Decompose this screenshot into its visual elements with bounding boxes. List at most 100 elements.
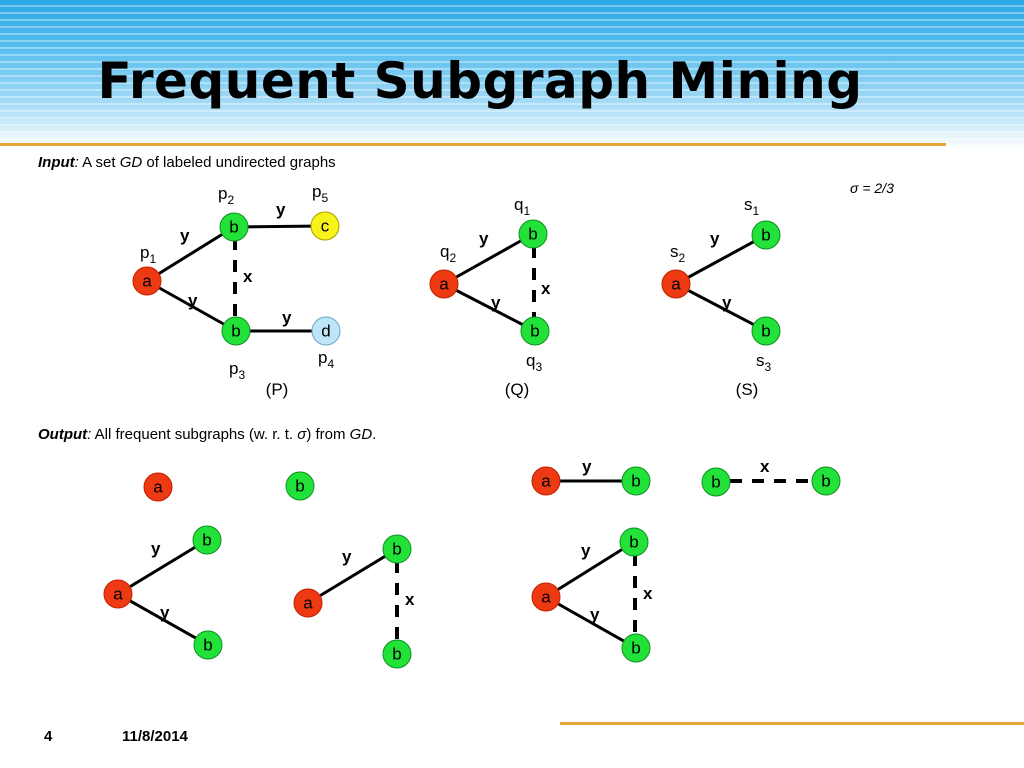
out-node-a: [143, 472, 173, 502]
edge-label: x: [243, 267, 253, 286]
slide-title: Frequent Subgraph Mining: [97, 52, 863, 110]
graph-caption: (P): [266, 380, 289, 399]
node-s1: [751, 220, 781, 250]
edge-label: y: [710, 229, 720, 248]
edge-s2-s1: [675, 233, 767, 286]
edge-label: x: [760, 457, 770, 476]
out-node-b: [382, 639, 412, 669]
node-id-s3: s3: [756, 351, 772, 374]
node-label: a: [541, 588, 551, 607]
node-id-p4: p4: [318, 348, 334, 371]
node-label: b: [231, 322, 240, 341]
input-text-b: of labeled undirected graphs: [142, 154, 336, 171]
node-label: b: [761, 226, 770, 245]
node-label: b: [821, 472, 830, 491]
edge-label: x: [405, 590, 415, 609]
edge-label: y: [180, 226, 190, 245]
node-q2: [429, 269, 459, 299]
node-label: b: [631, 472, 640, 491]
node-id-p3: p3: [229, 359, 245, 382]
edge-s2-s3: [675, 282, 767, 333]
node-id-q3: q3: [526, 351, 542, 374]
output-period: .: [372, 426, 377, 443]
edge-label: x: [541, 279, 551, 298]
node-label: c: [321, 217, 330, 236]
edge-label: y: [581, 541, 591, 560]
page-number: 4: [44, 728, 53, 745]
graph-caption: (Q): [505, 380, 530, 399]
edge-label: y: [722, 293, 732, 312]
node-label: b: [229, 218, 238, 237]
out-node-b: [701, 467, 731, 497]
graph-caption: (S): [736, 380, 759, 399]
node-label: a: [303, 594, 313, 613]
output-description: Output: All frequent subgraphs (w. r. t.…: [38, 426, 376, 443]
edge-p1-p3: [146, 279, 237, 333]
input-label: Input: [38, 154, 75, 171]
out-edge: [307, 547, 398, 605]
out-node-b: [285, 471, 315, 501]
edge-label: y: [582, 457, 592, 476]
edge-label: y: [151, 539, 161, 558]
out-edge: [545, 540, 635, 599]
node-label: b: [761, 322, 770, 341]
edge-q2-q3: [443, 282, 536, 333]
node-label: a: [153, 478, 163, 497]
input-text-a: A set: [78, 154, 120, 171]
node-label: d: [321, 322, 330, 341]
node-id-p2: p2: [218, 184, 234, 207]
input-gd: GD: [119, 154, 143, 171]
input-description: Input: A set GD of labeled undirected gr…: [38, 154, 336, 171]
node-p4: [311, 316, 341, 346]
node-p1: [132, 266, 162, 296]
graph-s: a b b y y s1 s2 s3 (S): [661, 195, 781, 399]
node-label: b: [295, 477, 304, 496]
node-label: b: [392, 645, 401, 664]
output-subgraphs: a b a b y b b x a b b y y a b: [103, 457, 841, 669]
out-node-b: [382, 534, 412, 564]
edge-label: y: [342, 547, 352, 566]
output-label: Output: [38, 426, 88, 443]
edge-label: y: [160, 603, 170, 622]
node-label: b: [530, 322, 539, 341]
node-label: a: [541, 472, 551, 491]
output-colon: :: [87, 426, 92, 443]
node-q1: [518, 219, 548, 249]
graph-p: a b b c d y y y y x p1 p2 p3 p4 p5 (P): [132, 182, 341, 399]
out-edge: [117, 592, 209, 647]
output-text-a: All frequent subgraphs (w. r. t.: [91, 426, 298, 443]
node-id-q1: q1: [514, 195, 530, 218]
node-label: b: [202, 531, 211, 550]
out-node-b: [192, 525, 222, 555]
node-id-s2: s2: [670, 242, 686, 265]
out-node-b: [621, 633, 651, 663]
node-label: b: [528, 225, 537, 244]
edge-label: y: [491, 293, 501, 312]
edge-label: y: [282, 308, 292, 327]
input-colon: :: [74, 154, 79, 171]
graph-q: a b b y y x q1 q2 q3 (Q): [429, 195, 551, 399]
node-label: a: [142, 272, 152, 291]
edge-label: y: [276, 200, 286, 219]
output-gd: GD: [349, 426, 373, 443]
node-label: b: [631, 639, 640, 658]
footer-rule: [560, 722, 1024, 725]
node-s2: [661, 269, 691, 299]
out-edge: [545, 595, 637, 650]
node-label: a: [439, 275, 449, 294]
edge-p1-p2: [146, 225, 235, 283]
header-rule: [0, 143, 946, 146]
out-node-a: [531, 466, 561, 496]
node-id-p5: p5: [312, 182, 328, 205]
node-id-s1: s1: [744, 195, 760, 218]
out-node-b: [193, 630, 223, 660]
output-sigma: σ: [297, 426, 307, 443]
node-q3: [520, 316, 550, 346]
out-node-a: [531, 582, 561, 612]
node-label: b: [711, 473, 720, 492]
node-s3: [751, 316, 781, 346]
node-id-q2: q2: [440, 242, 456, 265]
output-text-b: ) from: [306, 426, 350, 443]
edge-label: y: [479, 229, 489, 248]
